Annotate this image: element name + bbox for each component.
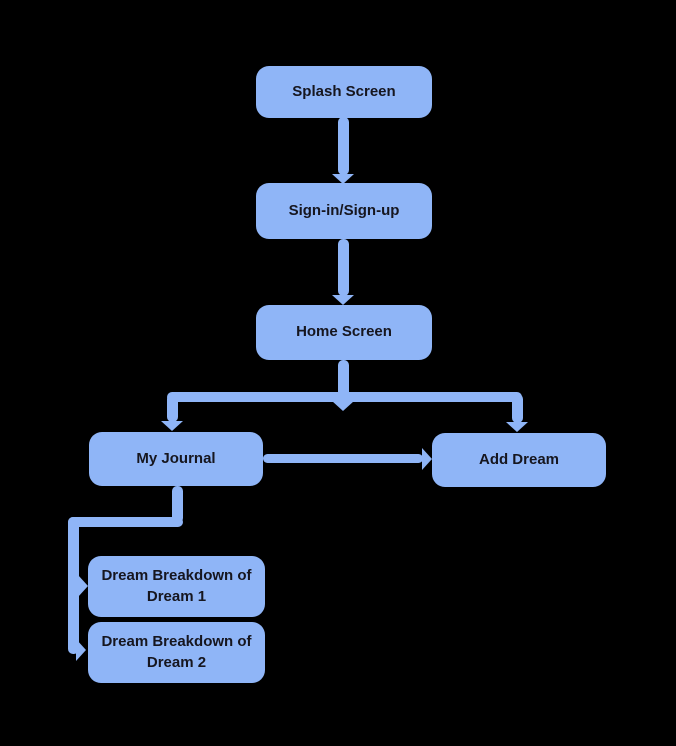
node-my-journal: My Journal bbox=[89, 432, 263, 486]
connector-branch-horizontal bbox=[167, 392, 522, 402]
node-label: Home Screen bbox=[296, 323, 392, 341]
node-label: My Journal bbox=[136, 449, 216, 467]
node-label: Dream Breakdown of Dream 2 bbox=[101, 633, 252, 671]
node-splash-screen: Splash Screen bbox=[256, 66, 432, 118]
node-dream-breakdown-2: Dream Breakdown of Dream 2 bbox=[88, 622, 265, 683]
arrowhead-into-adddream-left bbox=[422, 448, 432, 470]
arrowhead-into-myjournal bbox=[161, 421, 183, 431]
connector-splash-to-signin bbox=[338, 117, 349, 175]
node-label: Dream Breakdown of Dream 1 bbox=[101, 567, 252, 605]
node-dream-breakdown-1: Dream Breakdown of Dream 1 bbox=[88, 556, 265, 617]
arrowhead-into-signin bbox=[332, 174, 354, 184]
node-label: Add Dream bbox=[478, 450, 560, 468]
arrowhead-into-dream1 bbox=[78, 575, 88, 597]
connector-signin-to-home bbox=[338, 239, 349, 296]
connector-home-to-branch bbox=[338, 360, 349, 397]
connector-branch-to-myjournal bbox=[167, 394, 178, 422]
node-add-dream: Add Dream bbox=[432, 433, 606, 487]
connector-elbow-horizontal bbox=[68, 517, 183, 527]
arrowhead-into-home bbox=[332, 295, 354, 305]
connector-myjournal-to-adddream bbox=[263, 454, 423, 463]
node-label: Sign-in/Sign-up bbox=[288, 201, 400, 219]
connector-myjournal-down bbox=[172, 486, 183, 523]
arrowhead-into-adddream-top bbox=[506, 422, 528, 432]
node-label: Splash Screen bbox=[292, 82, 396, 100]
arrowhead-branch-junction bbox=[332, 401, 354, 411]
connector-branch-to-adddream bbox=[512, 394, 523, 423]
node-sign-in-sign-up: Sign-in/Sign-up bbox=[256, 183, 432, 239]
connector-left-rail bbox=[68, 517, 79, 654]
node-home-screen: Home Screen bbox=[256, 305, 432, 360]
arrowhead-into-dream2 bbox=[76, 639, 86, 661]
